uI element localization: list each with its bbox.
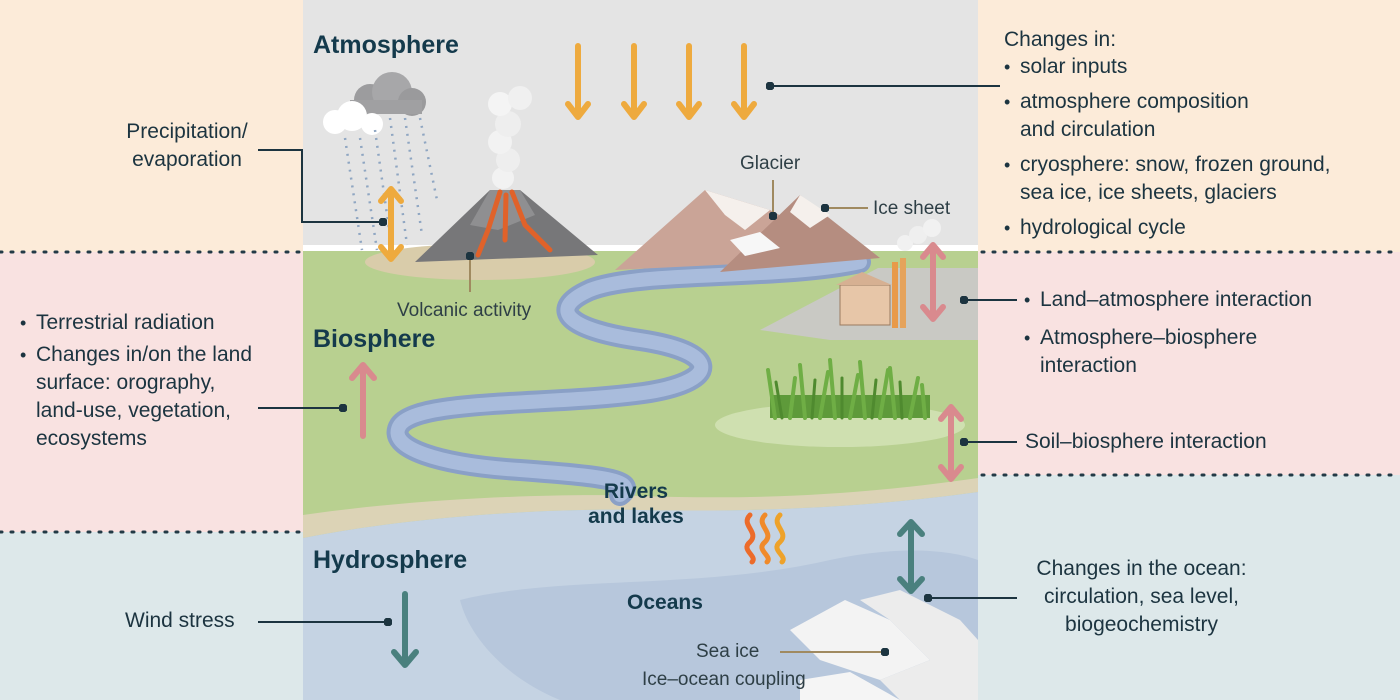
interaction-list: Land–atmosphere interaction Atmosphere–b… [1024, 286, 1312, 380]
hydrosphere-band-right [978, 475, 1400, 535]
changes-in-list: solar inputs atmosphere composition and … [1004, 53, 1331, 242]
biosphere-left-list: Terrestrial radiation Changes in/on the … [20, 309, 252, 453]
oceans-label: Oceans [627, 589, 703, 617]
sea-ice-label: Sea ice [696, 638, 759, 666]
precipitation-evaporation-label: Precipitation/ evaporation [112, 118, 262, 174]
biosphere-title: Biosphere [313, 325, 435, 353]
ice-ocean-coupling-label: Ice–ocean coupling [642, 666, 806, 694]
atmosphere-biosphere-item: Atmosphere–biosphere interaction [1024, 324, 1312, 380]
terrestrial-radiation-item: Terrestrial radiation [20, 309, 252, 337]
changes-in-item-hydrological: hydrological cycle [1004, 214, 1331, 242]
ocean-changes-label: Changes in the ocean: circulation, sea l… [1014, 555, 1269, 639]
glacier-label: Glacier [740, 150, 800, 178]
ice-sheet-label: Ice sheet [873, 195, 950, 223]
changes-in-item-atmosphere: atmosphere composition and circulation [1004, 88, 1331, 144]
changes-in-item-solar: solar inputs [1004, 53, 1331, 81]
land-surface-changes-item: Changes in/on the land surface: orograph… [20, 341, 252, 453]
atmosphere-title: Atmosphere [313, 31, 459, 59]
soil-biosphere-label: Soil–biosphere interaction [1025, 428, 1267, 456]
changes-in-item-cryosphere: cryosphere: snow, frozen ground, sea ice… [1004, 151, 1331, 207]
hydrosphere-title: Hydrosphere [313, 546, 467, 574]
volcanic-activity-label: Volcanic activity [397, 297, 531, 325]
wind-stress-label: Wind stress [125, 607, 235, 635]
changes-in-title: Changes in: [1004, 26, 1116, 54]
rivers-lakes-label: Rivers and lakes [580, 479, 692, 529]
land-atmosphere-item: Land–atmosphere interaction [1024, 286, 1312, 314]
